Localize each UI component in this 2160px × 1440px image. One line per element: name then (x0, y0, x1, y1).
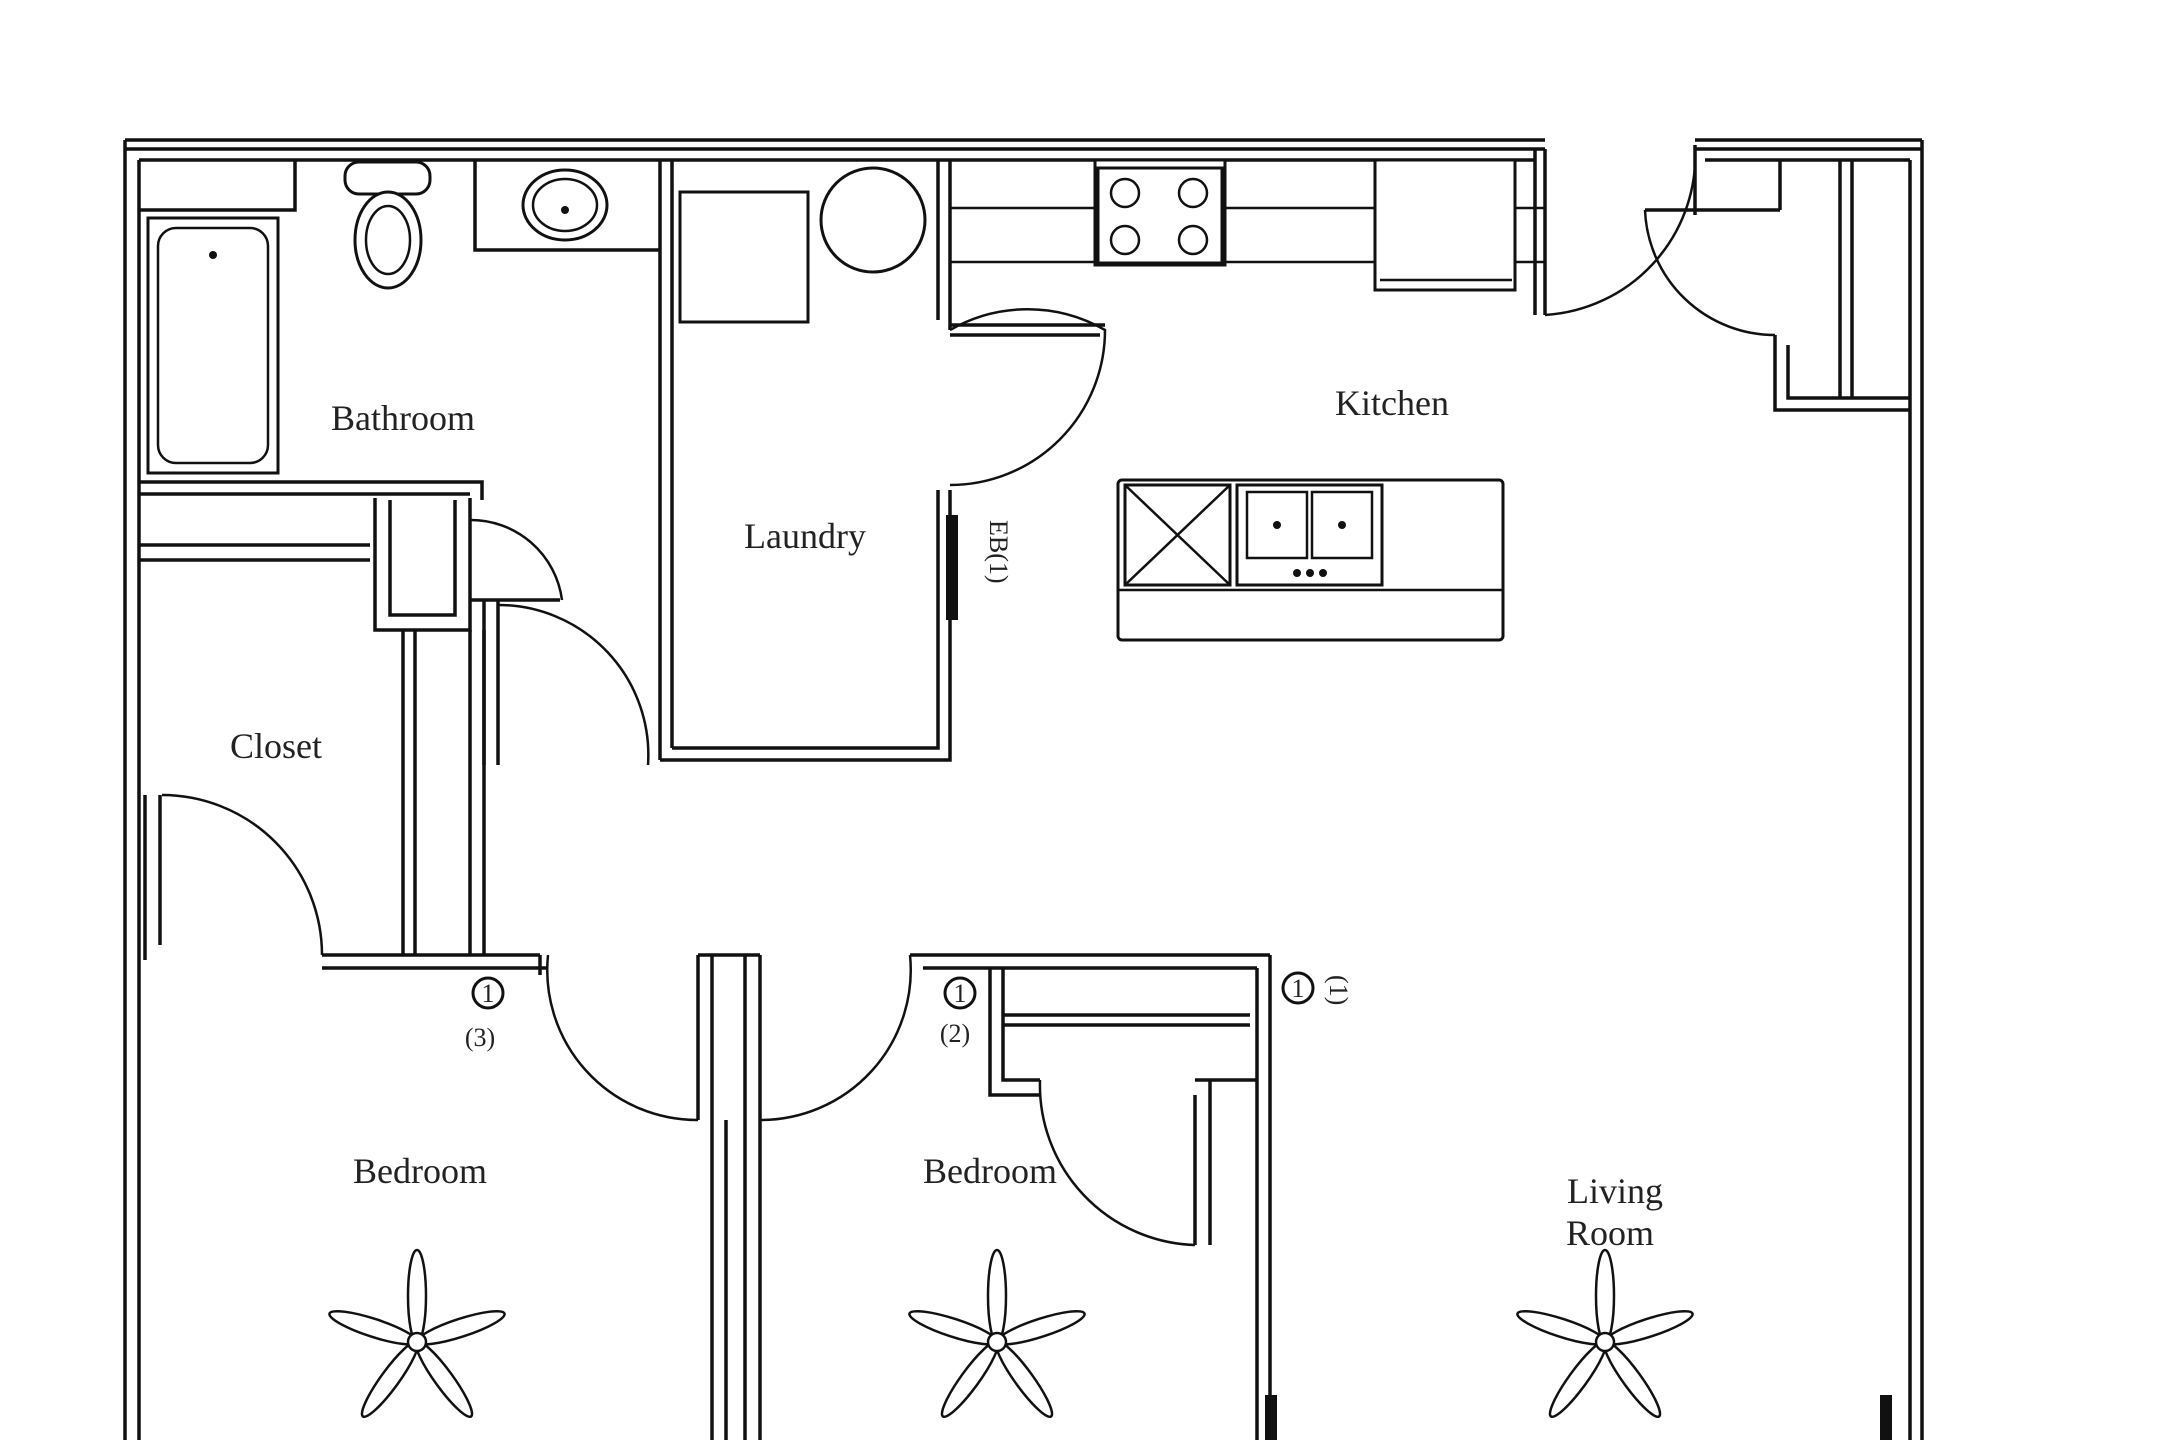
room-label-kitchen: Kitchen (1335, 383, 1449, 423)
svg-text:(2): (2) (940, 1019, 970, 1048)
ceiling-light-marker-3: 1 (3) (465, 976, 505, 1052)
washer-icon (678, 190, 810, 324)
bathtub-icon (146, 216, 280, 475)
ceiling-light-marker-1: 1 (1) (1281, 971, 1353, 1005)
ceiling-light-marker-2: 1 (2) (940, 976, 977, 1048)
bathroom-walls (139, 160, 674, 760)
cooktop-icon (1096, 166, 1224, 265)
room-label-living-room-line1: Living (1567, 1171, 1663, 1211)
room-label-living-room-line2: Room (1566, 1213, 1654, 1253)
toilet-icon (343, 160, 432, 290)
room-label-closet: Closet (230, 726, 322, 766)
room-label-bedroom-2: Bedroom (923, 1151, 1057, 1191)
bedroom-walls (538, 953, 1892, 1440)
room-label-bathroom: Bathroom (331, 398, 475, 438)
refrigerator-icon (1373, 158, 1517, 292)
dryer-icon (819, 166, 927, 274)
ceiling-fan-icon (328, 1248, 506, 1419)
svg-text:1: 1 (1292, 974, 1305, 1003)
exterior-walls (123, 138, 1924, 1440)
closet-door-swing-icon (143, 793, 324, 960)
ceiling-fan-icon (1516, 1248, 1694, 1419)
svg-text:(3): (3) (465, 1023, 495, 1052)
closet-walls (139, 543, 650, 970)
svg-text:1: 1 (954, 979, 967, 1008)
entry-door (1533, 144, 1910, 412)
bedroom-closet (988, 968, 1257, 1247)
room-label-laundry: Laundry (744, 516, 866, 556)
svg-text:1: 1 (482, 979, 495, 1008)
laundry-walls (660, 160, 1107, 762)
ceiling-fan-icon (908, 1248, 1086, 1419)
dishwasher-icon (1123, 483, 1232, 587)
double-sink-icon (1235, 483, 1384, 587)
sink-icon (521, 168, 609, 242)
svg-text:(1): (1) (1324, 975, 1353, 1005)
room-label-bedroom-1: Bedroom (353, 1151, 487, 1191)
laundry-panel-label: EB(1) (984, 520, 1013, 584)
